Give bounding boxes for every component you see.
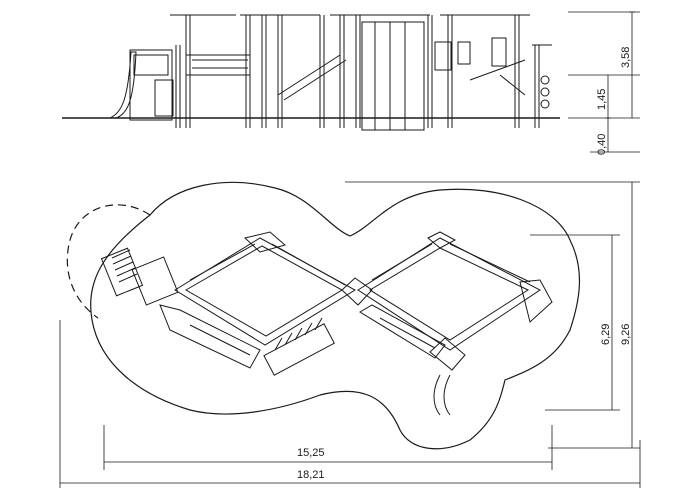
lower-right-bridge (359, 304, 466, 416)
dashed-extension-zone (66, 204, 151, 319)
plan-total-length-label: 18,21 (297, 469, 325, 481)
plan-inner-length-label: 15,25 (297, 447, 325, 459)
safety-zone-outline (90, 181, 580, 450)
slide-plan (100, 247, 179, 306)
lower-left-bridge (159, 304, 335, 376)
plan-inner-width-label: 6,29 (600, 324, 612, 345)
right-diamond-frame (357, 231, 553, 351)
curved-ladder (433, 374, 451, 416)
elevation-platform-height-label: 1,45 (596, 89, 608, 110)
central-node (341, 277, 373, 306)
elevation-base-height-label: 0,40 (596, 134, 608, 155)
elevation-dimension-lines (568, 11, 640, 153)
plan-view (59, 181, 641, 488)
left-diamond-frame (174, 231, 356, 346)
tower-structure (129, 14, 552, 131)
slide-side-view (109, 51, 137, 119)
elevation-total-height-label: 3,58 (620, 47, 632, 68)
plan-total-width-label: 9,26 (620, 324, 632, 345)
elevation-view (62, 11, 640, 153)
plan-dimension-lines (59, 181, 641, 488)
